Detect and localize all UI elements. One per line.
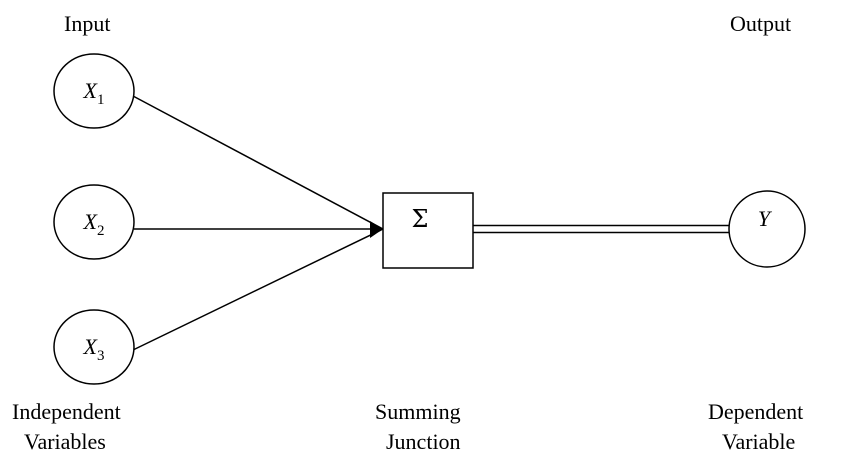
independent-caption-line1: Independent (12, 399, 121, 424)
node-x3-circle (53, 309, 135, 385)
summing-caption-line1: Summing (375, 399, 461, 424)
node-x3: X3 (53, 309, 135, 385)
node-x2-label: X2 (83, 209, 105, 239)
node-y: Y (728, 190, 806, 268)
node-x1-circle (53, 53, 135, 129)
summing-junction: Σ (382, 192, 474, 269)
node-x1-label: X1 (83, 78, 105, 108)
node-x3-label: X3 (83, 334, 105, 364)
dependent-caption-line2: Variable (722, 429, 796, 454)
node-y-label: Y (758, 206, 773, 231)
node-x2-circle (53, 184, 135, 260)
node-x1: X1 (53, 53, 135, 129)
independent-caption-line2: Variables (24, 429, 106, 454)
arrowhead-icon (370, 221, 383, 238)
node-y-circle (728, 190, 806, 268)
summing-caption-line2: Junction (386, 429, 461, 454)
summing-junction-box (382, 192, 474, 269)
edge-x3-to-sum (132, 228, 384, 351)
edge-x1-to-sum (132, 95, 384, 230)
node-x2: X2 (53, 184, 135, 260)
output-heading: Output (730, 11, 792, 36)
dependent-caption-line1: Dependent (708, 399, 804, 424)
input-heading: Input (64, 11, 111, 36)
sigma-icon: Σ (412, 205, 429, 233)
